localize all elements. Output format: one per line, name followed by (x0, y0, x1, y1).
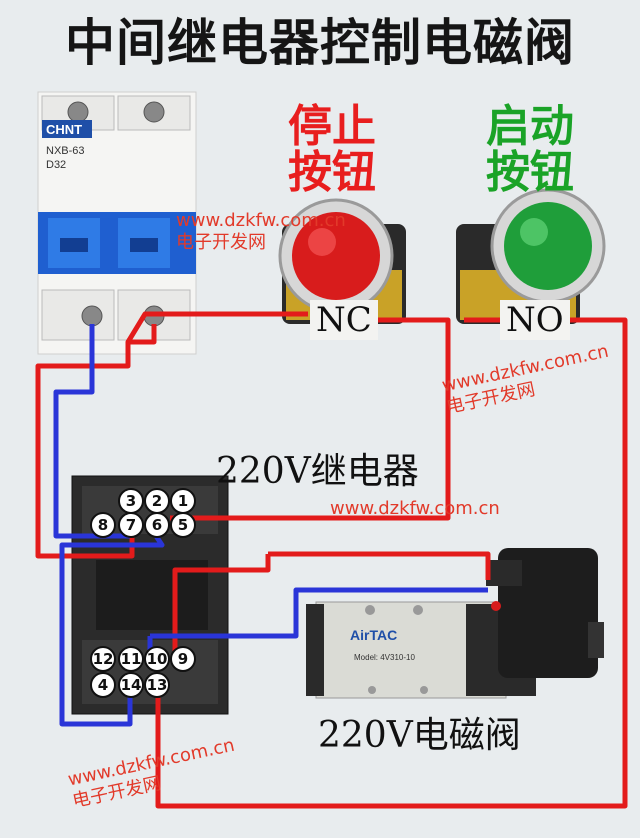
valve-model: Model: 4V310-10 (354, 653, 415, 662)
relay-pin-13: 13 (144, 672, 170, 698)
start-label-line2: 按钮 (486, 147, 574, 198)
start-label-line1: 启动 (486, 101, 574, 152)
breaker-rating: D32 (46, 159, 66, 171)
relay-pin-11: 11 (118, 646, 144, 672)
start-terminal-label: NO (500, 300, 570, 340)
valve-label: 220V电磁阀 (318, 715, 521, 756)
page-title: 中间继电器控制电磁阀 (65, 14, 575, 72)
relay-pin-8: 8 (90, 512, 116, 538)
watermark-url: www.dzkfw.com.cn (176, 210, 346, 231)
relay-pin-14: 14 (118, 672, 144, 698)
relay-pin-10: 10 (144, 646, 170, 672)
breaker-brand: CHNT (46, 122, 82, 137)
relay-pin-5: 5 (170, 512, 196, 538)
solenoid-valve (306, 548, 604, 699)
valve-brand: AirTAC (350, 627, 397, 643)
start-button-label: 启动 按钮 (470, 104, 590, 196)
relay-pin-4: 4 (90, 672, 116, 698)
red-wires (35, 311, 628, 809)
stop-terminal-label: NC (310, 300, 378, 340)
blue-wires (53, 324, 488, 727)
relay-pin-2: 2 (144, 488, 170, 514)
relay-pin-7: 7 (118, 512, 144, 538)
relay-pin-1: 1 (170, 488, 196, 514)
watermark-url: www.dzkfw.com.cn (330, 498, 500, 519)
stop-button (278, 198, 406, 324)
relay-pin-9: 9 (170, 646, 196, 672)
relay-pin-3: 3 (118, 488, 144, 514)
stop-label-line2: 按钮 (288, 147, 376, 198)
watermark-3: www.dzkfw.com.cn (330, 498, 500, 520)
breaker-model: NXB-63 (46, 145, 85, 157)
relay-label: 220V继电器 (216, 451, 419, 492)
relay-pin-6: 6 (144, 512, 170, 538)
stop-button-label: 停止 按钮 (272, 104, 392, 196)
watermark-1: www.dzkfw.com.cn 电子开发网 (176, 210, 346, 254)
relay-pin-12: 12 (90, 646, 116, 672)
stop-label-line1: 停止 (288, 101, 376, 152)
circuit-breaker (37, 91, 197, 355)
watermark-cn: 电子开发网 (176, 232, 266, 253)
